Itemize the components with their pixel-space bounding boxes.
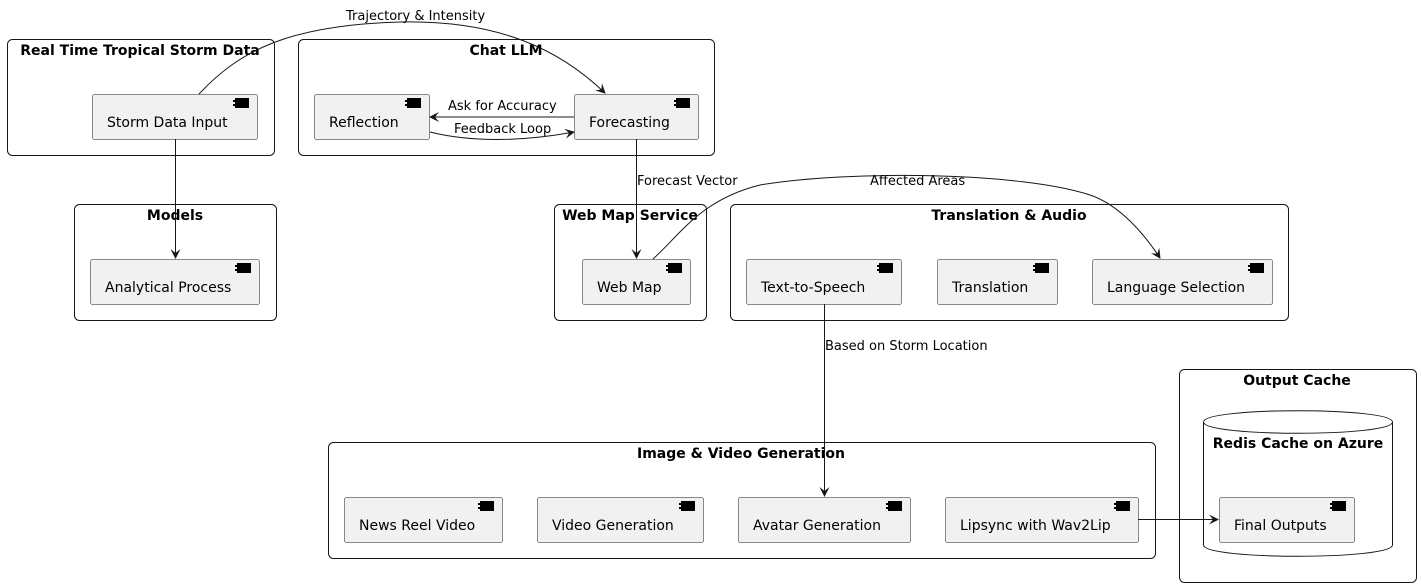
component-icon — [478, 501, 494, 511]
package-title: Real Time Tropical Storm Data — [20, 43, 259, 59]
component-label: Lipsync with Wav2Lip — [960, 518, 1111, 534]
edge-label: Forecast Vector — [637, 174, 738, 189]
edge-label: Ask for Accuracy — [448, 99, 557, 114]
edge-label: Affected Areas — [870, 174, 965, 189]
component-lipsync-wav2lip: Lipsync with Wav2Lip — [945, 497, 1139, 543]
component-translation: Translation — [937, 259, 1058, 305]
edge-storm-location: Based on Storm Location — [819, 304, 988, 497]
component-forecasting: Forecasting — [574, 94, 699, 140]
edge-ask-for-accuracy: Ask for Accuracy — [429, 99, 574, 122]
component-reflection: Reflection — [314, 94, 430, 140]
package-title: Output Cache — [1243, 373, 1351, 389]
package-title: Chat LLM — [469, 43, 542, 59]
component-icon — [877, 263, 893, 273]
component-icon — [233, 98, 249, 108]
component-icon — [235, 263, 251, 273]
component-label: Translation — [951, 280, 1028, 296]
edge-label: Trajectory & Intensity — [345, 9, 485, 24]
component-video-generation: Video Generation — [537, 497, 704, 543]
component-label: Final Outputs — [1234, 518, 1327, 534]
component-icon — [1114, 501, 1130, 511]
component-label: Language Selection — [1107, 280, 1245, 296]
component-icon — [886, 501, 902, 511]
edge-label: Based on Storm Location — [825, 339, 988, 354]
component-label: Analytical Process — [105, 280, 231, 296]
package-title: Image & Video Generation — [637, 446, 845, 462]
package-title: Web Map Service — [562, 208, 698, 224]
edge-trajectory-intensity: Trajectory & Intensity — [198, 9, 606, 95]
component-text-to-speech: Text-to-Speech — [746, 259, 902, 305]
component-icon — [674, 98, 690, 108]
component-label: Reflection — [329, 115, 399, 131]
component-icon — [1248, 263, 1264, 273]
component-final-outputs: Final Outputs — [1219, 497, 1355, 543]
component-label: Forecasting — [589, 115, 670, 131]
edge-label: Feedback Loop — [454, 122, 551, 137]
component-label: Text-to-Speech — [760, 280, 865, 296]
component-icon — [666, 263, 682, 273]
package-title: Translation & Audio — [931, 208, 1087, 224]
component-icon — [679, 501, 695, 511]
component-label: Storm Data Input — [107, 115, 228, 131]
edge-forecast-vector: Forecast Vector — [631, 139, 738, 259]
component-label: Video Generation — [552, 518, 674, 534]
edge-affected-areas: Affected Areas — [652, 174, 1161, 260]
component-icon — [405, 98, 421, 108]
component-label: Web Map — [597, 280, 662, 296]
component-label: Avatar Generation — [753, 518, 881, 534]
component-analytical-process: Analytical Process — [90, 259, 260, 305]
database-title: Redis Cache on Azure — [1213, 436, 1383, 452]
component-label: News Reel Video — [359, 518, 475, 534]
component-icon — [1330, 501, 1346, 511]
component-avatar-generation: Avatar Generation — [738, 497, 911, 543]
component-icon — [1033, 263, 1049, 273]
component-web-map: Web Map — [582, 259, 691, 305]
component-language-selection: Language Selection — [1092, 259, 1273, 305]
edge-feedback-loop: Feedback Loop — [429, 122, 575, 140]
component-storm-data-input: Storm Data Input — [92, 94, 258, 140]
component-news-reel-video: News Reel Video — [344, 497, 503, 543]
